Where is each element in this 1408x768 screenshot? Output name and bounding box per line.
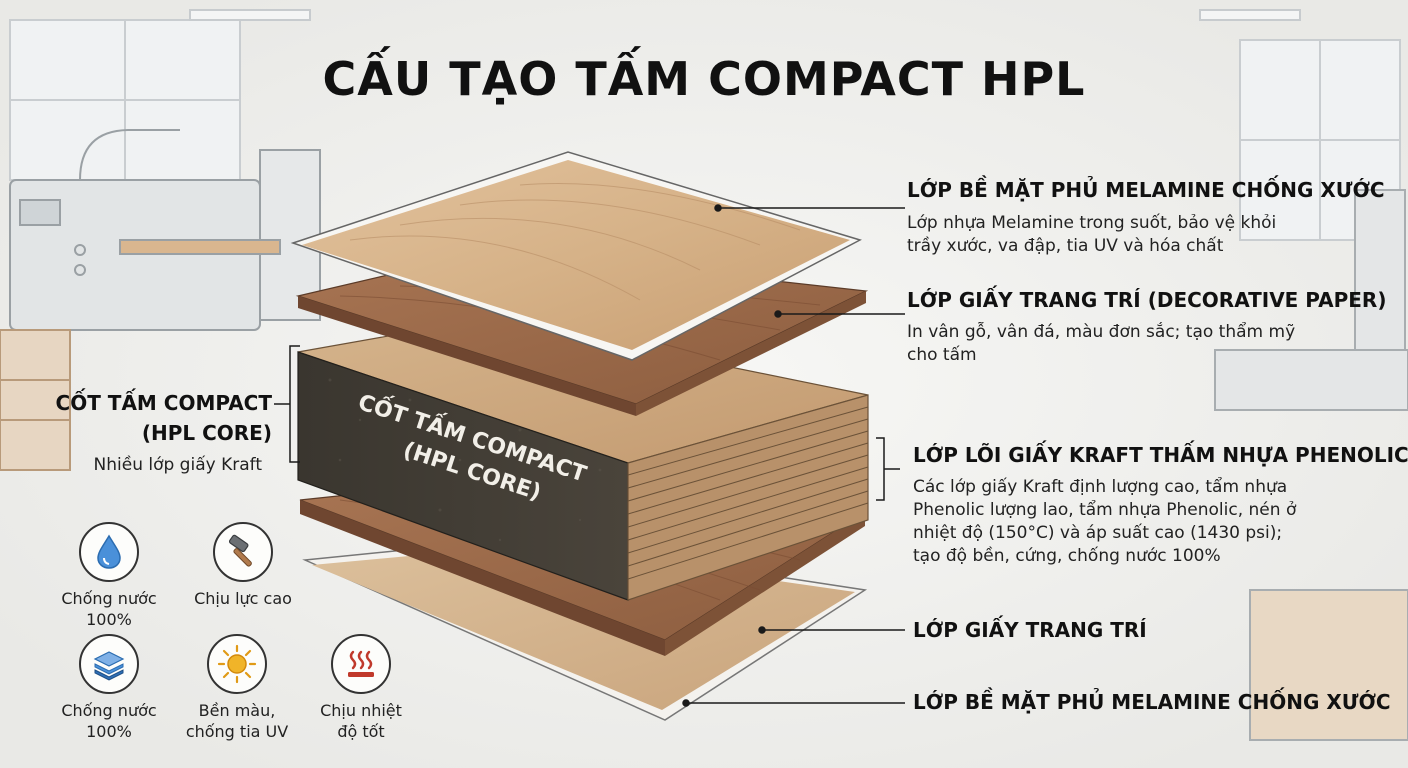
heat-icon xyxy=(331,634,391,694)
layer-label-kraft-core-desc: Các lớp giấy Kraft định lượng cao, tẩm n… xyxy=(913,476,1393,568)
water-drop-icon xyxy=(79,522,139,582)
desc-line: Các lớp giấy Kraft định lượng cao, tẩm n… xyxy=(913,477,1288,497)
layer-label-bottom-melamine-title: LỚP BỀ MẶT PHỦ MELAMINE CHỐNG XƯỚC xyxy=(913,690,1391,714)
feature-impact-resistant: Chịu lực cao xyxy=(178,522,308,609)
top-melamine-layer xyxy=(290,151,862,361)
feature-waterproof-layers: Chống nước 100% xyxy=(44,634,174,742)
layer-label-top-decorative-desc: In vân gỗ, vân đá, màu đơn sắc; tạo thẩm… xyxy=(907,321,1387,367)
desc-line: In vân gỗ, vân đá, màu đơn sắc; tạo thẩm… xyxy=(907,322,1296,342)
core-label-title-line1: CỐT TẤM COMPACT xyxy=(55,391,272,415)
layer-label-bottom-decorative-title: LỚP GIẤY TRANG TRÍ xyxy=(913,618,1147,642)
desc-line: tạo độ bền, cứng, chống nước 100% xyxy=(913,546,1221,566)
feature-waterproof: Chống nước 100% xyxy=(44,522,174,630)
desc-line: Phenolic lượng lao, tẩm nhựa Phenolic, n… xyxy=(913,500,1297,520)
desc-line: trầy xước, va đập, tia UV và hóa chất xyxy=(907,236,1224,256)
workbench-left xyxy=(0,329,71,471)
layer-label-kraft-core-title: LỚP LÕI GIẤY KRAFT THẤM NHỰA PHENOLIC xyxy=(913,443,1408,467)
feature-caption-line2: 100% xyxy=(86,610,132,629)
desc-line: cho tấm xyxy=(907,345,977,365)
layer-label-top-melamine-desc: Lớp nhựa Melamine trong suốt, bảo vệ khỏ… xyxy=(907,212,1387,258)
feature-caption-line2: chống tia UV xyxy=(185,722,289,741)
layers-icon xyxy=(79,634,139,694)
workbench-right xyxy=(1214,349,1408,411)
feature-caption-line1: Chống nước xyxy=(61,589,157,608)
desc-line: nhiệt độ (150°C) và áp suất cao (1430 ps… xyxy=(913,523,1283,543)
feature-caption-line1: Chịu nhiệt xyxy=(320,701,402,720)
bracket-kraft-core xyxy=(876,437,885,501)
layer-label-top-decorative-title: LỚP GIẤY TRANG TRÍ (DECORATIVE PAPER) xyxy=(907,288,1387,312)
feature-uv-resistant: Bền màu, chống tia UV xyxy=(172,634,302,742)
feature-caption-line1: Bền màu, xyxy=(198,701,276,720)
core-label-title: CỐT TẤM COMPACT (HPL CORE) xyxy=(40,388,272,448)
desc-line: Lớp nhựa Melamine trong suốt, bảo vệ khỏ… xyxy=(907,213,1277,233)
feature-heat-resistant: Chịu nhiệt độ tốt xyxy=(296,634,426,742)
core-label-title-line2: (HPL CORE) xyxy=(141,421,272,445)
sun-icon xyxy=(207,634,267,694)
feature-caption-line1: Chịu lực cao xyxy=(194,589,292,608)
page-title: CẤU TẠO TẤM COMPACT HPL xyxy=(322,52,1086,106)
layer-label-top-melamine-title: LỚP BỀ MẶT PHỦ MELAMINE CHỐNG XƯỚC xyxy=(907,178,1385,202)
core-label-desc: Nhiều lớp giấy Kraft xyxy=(93,455,262,475)
feature-caption-line2: 100% xyxy=(86,722,132,741)
feature-caption-line2: độ tốt xyxy=(337,722,385,741)
feature-caption-line1: Chống nước xyxy=(61,701,157,720)
hammer-icon xyxy=(213,522,273,582)
